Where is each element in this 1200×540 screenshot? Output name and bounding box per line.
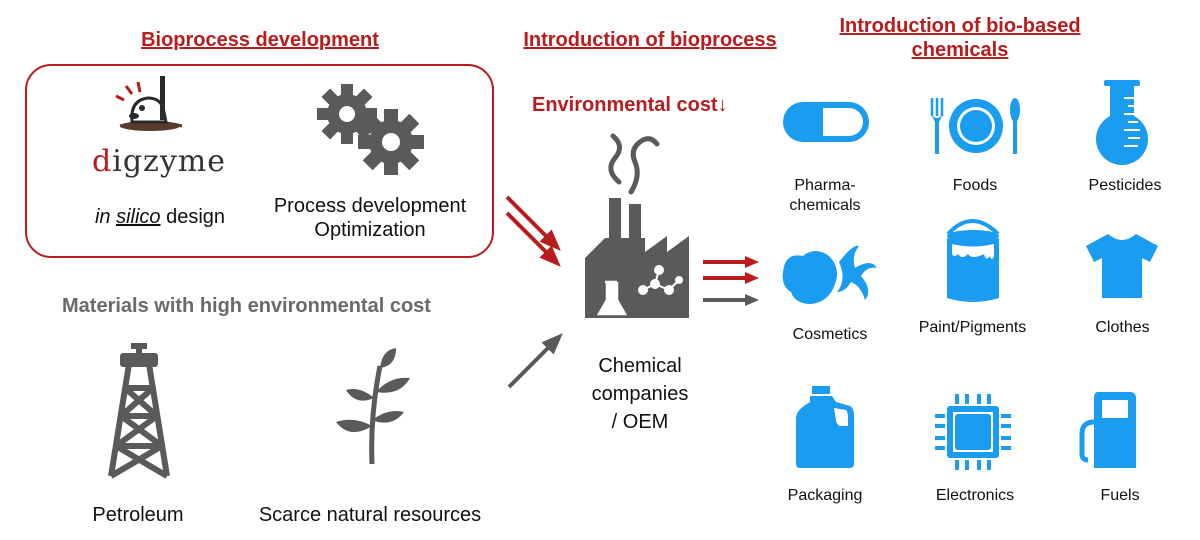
factory-line3: / OEM <box>611 411 669 433</box>
tshirt-icon <box>1086 234 1158 298</box>
electronics-line1: Electronics <box>935 487 1015 504</box>
pharma-line2: chemicals <box>789 197 861 214</box>
environmental-cost-label: Environmental cost↓ <box>532 94 728 116</box>
insilico-rest: design <box>160 206 226 228</box>
category-label-fuels: Fuels <box>1070 486 1170 506</box>
pill-icon <box>783 102 869 142</box>
category-label-clothes: Clothes <box>1070 318 1175 338</box>
pesticides-line1: Pesticides <box>1088 177 1162 194</box>
insilico-italic: in <box>94 206 117 228</box>
red-double-arrow-icon <box>505 195 561 267</box>
clothes-line1: Clothes <box>1095 319 1150 336</box>
process-line2: Optimization <box>314 219 426 241</box>
heading-introduction-biobased: Introduction of bio-based chemicals <box>839 15 1081 61</box>
category-label-pharma: Pharma- chemicals <box>770 176 880 216</box>
process-line1: Process development <box>273 195 467 217</box>
category-label-pesticides: Pesticides <box>1070 176 1180 196</box>
jug-icon <box>796 386 854 468</box>
factory-icon <box>585 133 689 318</box>
materials-heading: Materials with high environmental cost <box>62 295 431 317</box>
output-arrows-icon <box>703 256 759 306</box>
gray-arrow-icon <box>507 333 563 389</box>
paint-can-icon <box>946 219 1000 302</box>
plant-icon <box>336 348 410 465</box>
oil-derrick-icon <box>108 343 170 479</box>
pharma-line1: Pharma- <box>794 177 856 194</box>
factory-line2: companies <box>591 383 689 405</box>
plate-cutlery-icon <box>930 98 1020 154</box>
gears-icon <box>317 84 424 175</box>
digzyme-logo-d: d <box>92 144 113 179</box>
fuel-pump-icon <box>1079 392 1136 468</box>
cosmetics-line1: Cosmetics <box>792 326 868 343</box>
scarce-resources-label: Scarce natural resources <box>258 504 482 526</box>
insilico-design-label: in silico design <box>75 206 245 229</box>
paint-line1: Paint/Pigments <box>918 319 1027 336</box>
category-label-packaging: Packaging <box>770 486 880 506</box>
foods-line1: Foods <box>952 177 998 194</box>
bioprocess-box <box>25 64 494 258</box>
process-development-label: Process development Optimization <box>260 194 480 242</box>
fuels-line1: Fuels <box>1100 487 1140 504</box>
digzyme-mascot-icon <box>115 76 183 131</box>
digzyme-logo-text: digzyme <box>92 144 226 179</box>
packaging-line1: Packaging <box>787 487 863 504</box>
category-label-electronics: Electronics <box>915 486 1035 506</box>
petroleum-label: Petroleum <box>92 504 184 526</box>
chip-icon <box>935 394 1011 470</box>
insilico-underlined: silico <box>116 206 161 228</box>
factory-line1: Chemical <box>598 355 682 377</box>
heading-introduction-bioprocess: Introduction of bioprocess <box>523 29 777 51</box>
chemical-companies-label: Chemical companies / OEM <box>570 352 710 436</box>
category-label-cosmetics: Cosmetics <box>770 325 890 345</box>
digzyme-logo-rest: igzyme <box>112 144 226 179</box>
category-label-paint: Paint/Pigments <box>905 318 1040 338</box>
heading-bioprocess-development: Bioprocess development <box>141 29 379 51</box>
flask-icon <box>1096 80 1148 166</box>
cosmetics-icon <box>782 245 877 304</box>
category-label-foods: Foods <box>925 176 1025 196</box>
